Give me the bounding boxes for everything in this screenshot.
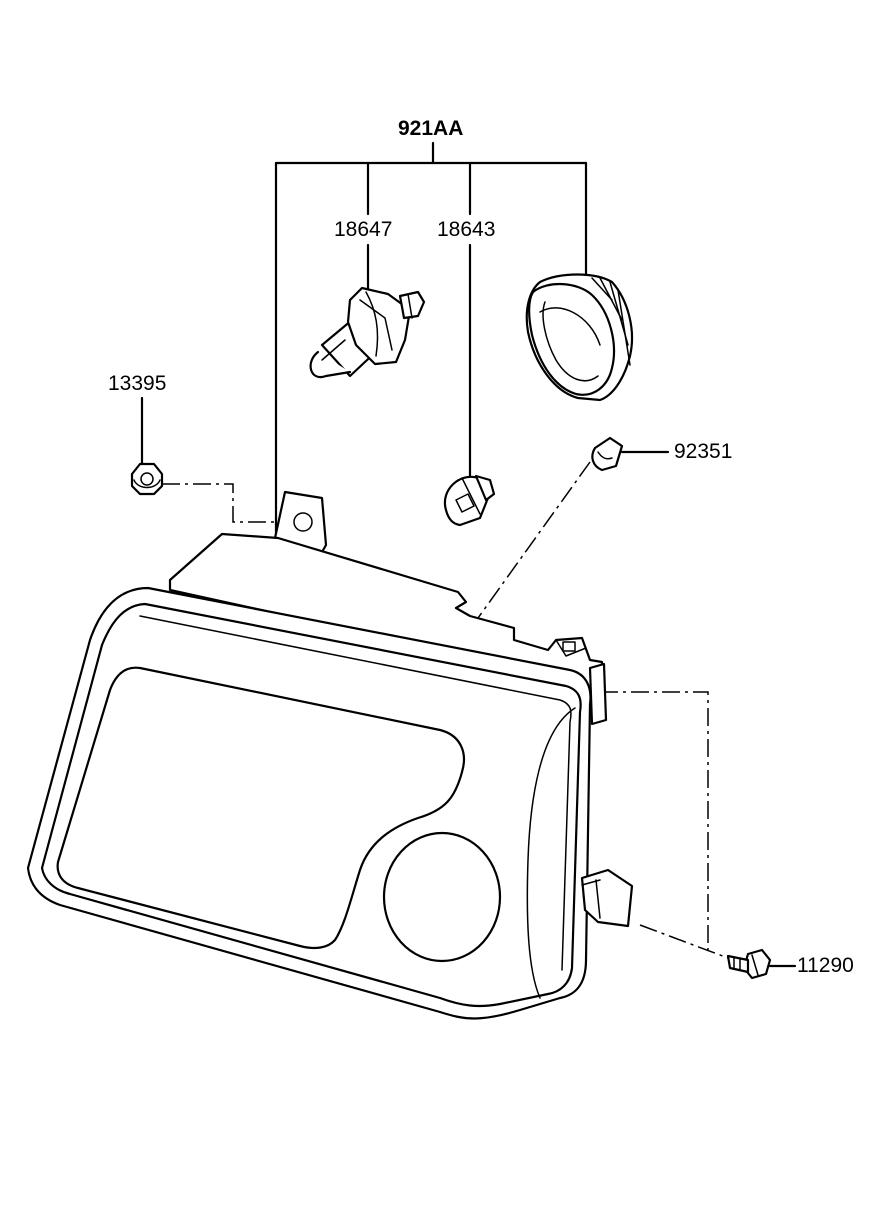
bulb-cover-icon	[525, 273, 634, 402]
label-13395: 13395	[108, 372, 166, 395]
bolt-icon	[726, 948, 772, 980]
assembly-lines	[162, 461, 729, 959]
label-92351: 92351	[674, 440, 732, 463]
socket-icon	[591, 436, 624, 472]
wedge-bulb-icon	[443, 474, 496, 527]
leader-921AA	[274, 141, 588, 542]
halogen-bulb-icon	[309, 286, 426, 379]
label-11290: 11290	[797, 954, 854, 977]
label-18647: 18647	[334, 218, 392, 241]
label-921AA: 921AA	[398, 117, 463, 140]
flange-nut-icon	[130, 462, 164, 496]
headlamp-assembly-icon	[26, 490, 634, 1020]
label-18643: 18643	[437, 218, 495, 241]
